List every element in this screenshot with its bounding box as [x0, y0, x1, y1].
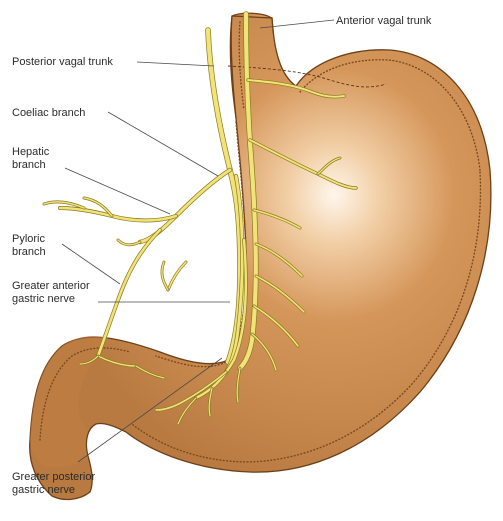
leader-coeliac-branch [108, 112, 218, 176]
stomach-body [30, 16, 491, 499]
nerve-hepatic-branch [60, 208, 176, 221]
label-greater-anterior-2: gastric nerve [12, 293, 75, 305]
nerve-coeliac-branch [140, 170, 230, 242]
nerve-coeliac-branch-fill [140, 170, 230, 242]
leader-pyloric-branch [62, 244, 120, 284]
label-hepatic-branch-2: branch [12, 159, 46, 171]
label-pyloric-branch-1: Pyloric [12, 233, 46, 245]
label-greater-anterior-1: Greater anterior [12, 280, 90, 292]
stomach [30, 13, 491, 499]
stipple-lesser-curvature [156, 122, 246, 367]
nerve-pyloric-branch-fill [98, 230, 160, 356]
nerve-pyloric-twig-1-outline [168, 262, 186, 290]
label-anterior-vagal-trunk: Anterior vagal trunk [336, 15, 432, 27]
nerve-pyloric-branch [98, 230, 160, 356]
label-posterior-vagal-trunk: Posterior vagal trunk [12, 56, 113, 68]
nerve-pyloric-twig-2 [162, 262, 168, 290]
label-hepatic-branch-1: Hepatic [12, 146, 50, 158]
label-pyloric-branch-2: branch [12, 246, 46, 258]
leader-posterior-vagal-trunk [137, 62, 214, 66]
label-greater-posterior-1: Greater posterior [12, 471, 95, 483]
nerve-pyloric-branch-outline [98, 230, 160, 356]
label-coeliac-branch: Coeliac branch [12, 107, 85, 119]
label-greater-posterior-2: gastric nerve [12, 484, 75, 496]
nerve-hepatic-twig-3 [118, 240, 140, 245]
nerve-pyloric-twig-1 [168, 262, 186, 290]
nerve-hepatic-branch-fill [60, 208, 176, 221]
